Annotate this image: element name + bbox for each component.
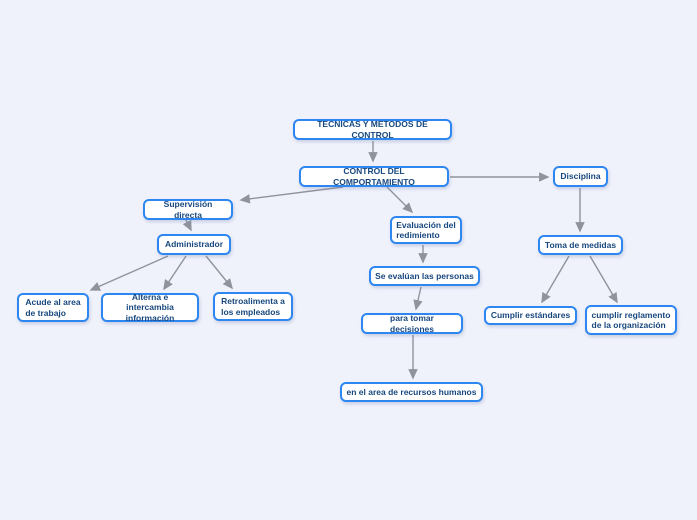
node-label: Toma de medidas <box>544 239 617 250</box>
node-label: Supervisión directa <box>163 199 213 220</box>
node-label: para tomar decisiones <box>390 313 434 334</box>
node-label: Cumplir estándares <box>490 310 571 321</box>
node-cumplir-reglamento[interactable]: cumplir reglamento de la organización <box>585 305 677 335</box>
node-tecnicas-y-metodos[interactable]: TECNICAS Y METODOS DE CONTROL <box>293 119 452 140</box>
node-evaluacion-del-redimiento[interactable]: Evaluación del redimiento <box>390 216 462 244</box>
node-label: cumplir reglamento de la organización <box>591 309 671 331</box>
node-label: Retroalimenta a los empleados <box>221 296 285 317</box>
edge-control-evaluacion[interactable] <box>386 186 414 214</box>
edge-supervision-administrador[interactable] <box>182 219 192 232</box>
node-label: Acude al area de trabajo <box>25 297 81 318</box>
node-label: CONTROL DEL COMPORTAMIENTO <box>333 166 415 187</box>
node-supervision-directa[interactable]: Supervisión directa <box>143 199 233 220</box>
edge-administrador-retroalim[interactable] <box>205 255 233 290</box>
node-label: Administrador <box>164 239 224 250</box>
node-label: Alterna e intercambia información <box>125 291 175 323</box>
node-label: Evaluación del redimiento <box>396 219 456 241</box>
node-disciplina[interactable]: Disciplina <box>553 166 608 187</box>
node-toma-de-medidas[interactable]: Toma de medidas <box>538 235 623 255</box>
edge-medidas-reglamento[interactable] <box>589 255 618 304</box>
node-label: Disciplina <box>560 171 601 182</box>
edge-se-evaluan-decisiones[interactable] <box>413 286 423 311</box>
node-alterna-e-intercambia[interactable]: Alterna e intercambia información <box>101 291 199 323</box>
edge-administrador-acude[interactable] <box>89 255 169 291</box>
edge-control-supervision[interactable] <box>239 186 344 204</box>
edge-medidas-estandares[interactable] <box>541 255 570 304</box>
node-cumplir-estandares[interactable]: Cumplir estándares <box>484 306 577 325</box>
node-administrador[interactable]: Administrador <box>157 234 231 255</box>
node-para-tomar-decisiones[interactable]: para tomar decisiones <box>361 313 463 334</box>
node-se-evaluan-las-personas[interactable]: Se evalúan las personas <box>369 266 480 286</box>
node-label: Se evalúan las personas <box>375 270 474 281</box>
node-label: TECNICAS Y METODOS DE CONTROL <box>317 119 428 140</box>
node-retroalimenta[interactable]: Retroalimenta a los empleados <box>213 292 293 321</box>
edge-administrador-alterna[interactable] <box>163 255 187 291</box>
node-recursos-humanos[interactable]: en el area de recursos humanos <box>340 382 483 402</box>
node-acude-al-area[interactable]: Acude al area de trabajo <box>17 293 89 322</box>
node-label: en el area de recursos humanos <box>346 386 477 397</box>
node-control-del-comportamiento[interactable]: CONTROL DEL COMPORTAMIENTO <box>299 166 449 187</box>
